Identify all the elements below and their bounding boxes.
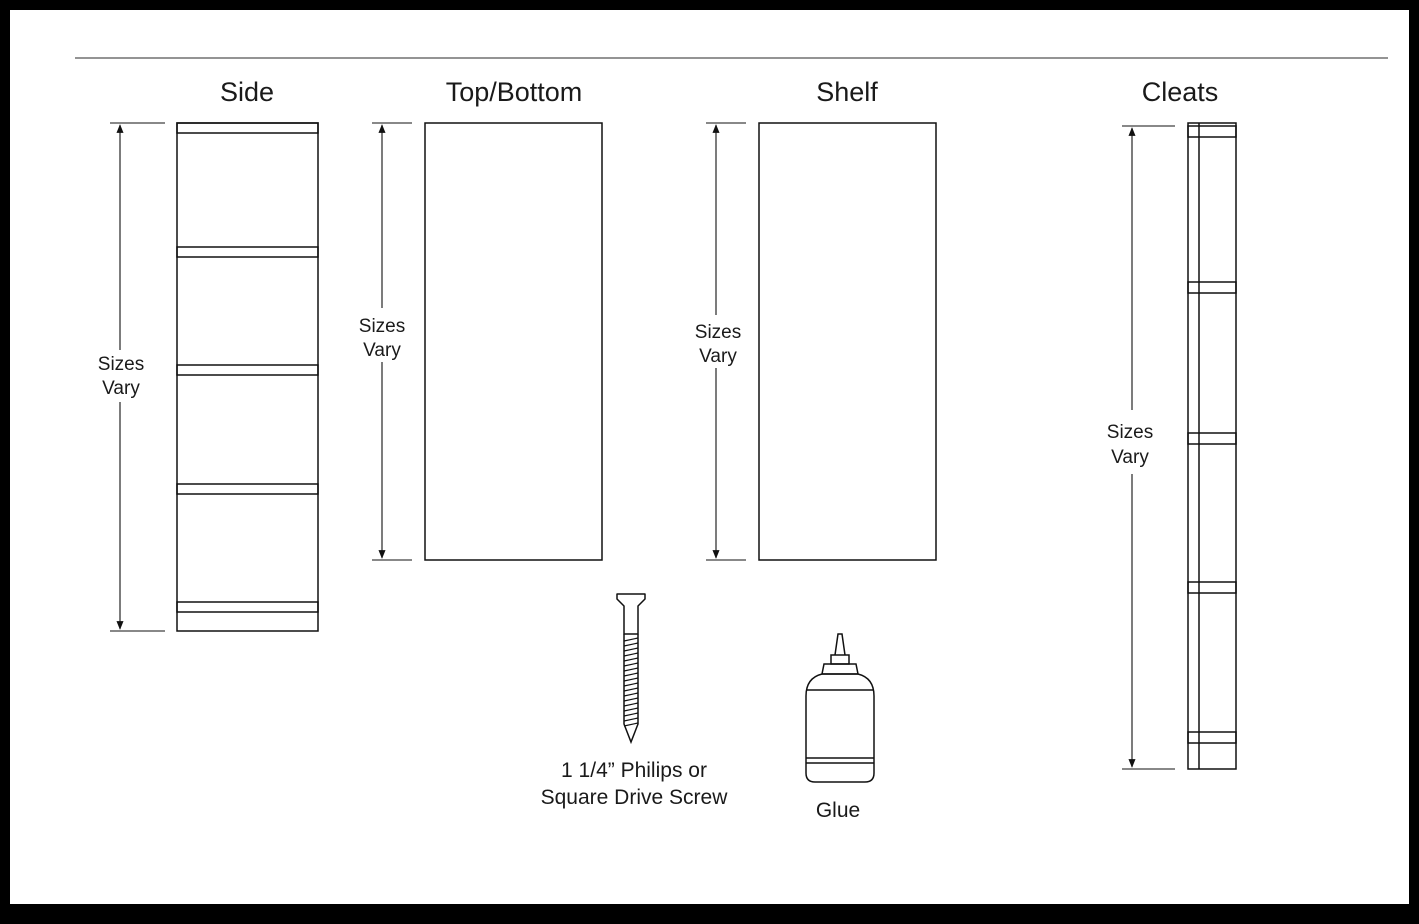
cleats-title: Cleats [1142, 77, 1219, 107]
top-bottom-dimension: Sizes Vary [359, 122, 412, 561]
shelf-title: Shelf [816, 77, 878, 107]
side-rail-5 [176, 601, 319, 613]
cleats-dimension-line2: Vary [1111, 447, 1149, 468]
cleats-dimension-line1: Sizes [1107, 422, 1153, 443]
top-bottom-panel [424, 122, 603, 561]
cleat-band-3 [1187, 432, 1237, 445]
top-bottom-part: Top/Bottom Sizes Vary [359, 77, 603, 561]
side-dimension-line1: Sizes [98, 354, 144, 375]
cleats-dimension: Sizes Vary [1107, 125, 1175, 770]
cleat-strip [1187, 122, 1237, 770]
side-part: Side Sizes Vary [98, 77, 319, 632]
side-dimension: Sizes Vary [98, 122, 165, 632]
side-dimension-line2: Vary [102, 378, 140, 399]
screw-caption-line2: Square Drive Screw [541, 786, 729, 809]
top-bottom-title: Top/Bottom [446, 77, 583, 107]
side-panel [176, 122, 319, 632]
screw-caption-line1: 1 1/4” Philips or [561, 759, 707, 782]
cleat-band-4 [1187, 581, 1237, 594]
side-rail-4 [176, 483, 319, 495]
cleats-part: Cleats Sizes Vary [1107, 77, 1237, 770]
cut-list-diagram: Side Sizes Vary Top/Bottom Sizes Vary [75, 57, 1388, 822]
glue-bottle-icon [805, 633, 875, 783]
side-title: Side [220, 77, 274, 107]
shelf-panel [758, 122, 937, 561]
shelf-part: Shelf Sizes Vary [695, 77, 937, 561]
side-rail-2 [176, 246, 319, 258]
cleat-band-2 [1187, 281, 1237, 294]
top-bottom-dimension-line1: Sizes [359, 316, 405, 337]
glue-caption: Glue [816, 799, 860, 822]
screw-icon [616, 593, 646, 745]
shelf-dimension-line1: Sizes [695, 322, 741, 343]
top-bottom-dimension-line2: Vary [363, 340, 401, 361]
cleat-band-5 [1187, 731, 1237, 744]
cleat-band-1 [1187, 125, 1237, 138]
side-rail-3 [176, 364, 319, 376]
side-rail-1 [176, 122, 319, 134]
shelf-dimension-line2: Vary [699, 346, 737, 367]
shelf-dimension: Sizes Vary [695, 122, 746, 561]
